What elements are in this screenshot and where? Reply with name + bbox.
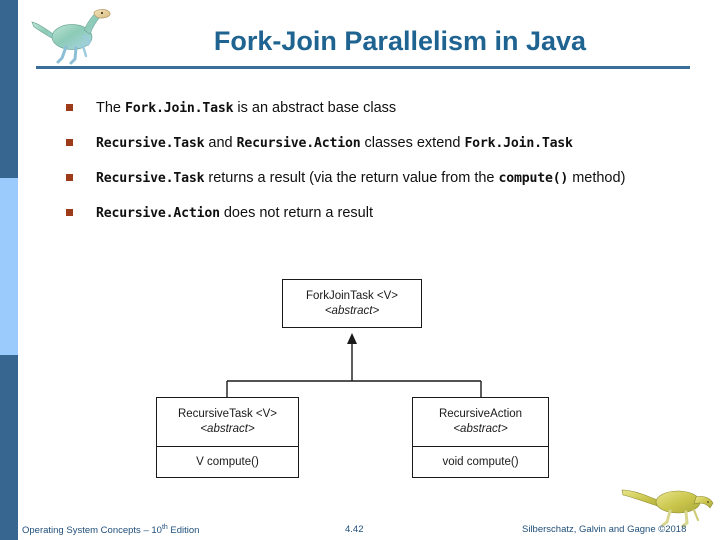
uml-class-header: RecursiveAction <abstract>: [413, 398, 548, 446]
code-token: Recursive.Action: [236, 136, 361, 151]
bullet-list: The Fork.Join.Task is an abstract base c…: [58, 98, 658, 238]
dinosaur-footer-logo: [621, 489, 714, 528]
code-token: Recursive.Task: [96, 171, 205, 186]
dinosaur-logo: [31, 9, 111, 65]
uml-class-operation: void compute(): [413, 446, 548, 478]
uml-class-forkjointask: ForkJoinTask <V> <abstract>: [282, 279, 422, 328]
uml-class-recursivetask: RecursiveTask <V> <abstract> V compute(): [156, 397, 299, 478]
footer-edition: Operating System Concepts – 10th Edition: [22, 524, 200, 537]
page-title: Fork-Join Parallelism in Java: [213, 26, 587, 56]
bullet-marker-icon: [66, 174, 73, 181]
uml-class-name: RecursiveAction: [438, 408, 523, 420]
uml-class-stereotype: <abstract>: [324, 305, 380, 317]
title-underline-rule: [36, 66, 690, 69]
bullet-text: Recursive.Task and Recursive.Action clas…: [96, 135, 573, 151]
code-token: Recursive.Task: [96, 136, 205, 151]
uml-class-stereotype: <abstract>: [453, 423, 508, 435]
list-item: Recursive.Task and Recursive.Action clas…: [58, 133, 658, 154]
bullet-text: The Fork.Join.Task is an abstract base c…: [96, 100, 397, 116]
bullet-marker-icon: [66, 104, 73, 111]
uml-class-recursiveaction: RecursiveAction <abstract> void compute(…: [412, 397, 549, 478]
bullet-marker-icon: [66, 209, 73, 216]
uml-class-header: RecursiveTask <V> <abstract>: [157, 398, 298, 446]
bullet-text: Recursive.Task returns a result (via the…: [96, 170, 626, 186]
code-token: compute(): [498, 171, 569, 186]
uml-class-header: ForkJoinTask <V> <abstract>: [283, 280, 421, 328]
list-item: Recursive.Task returns a result (via the…: [58, 168, 658, 189]
code-token: Recursive.Action: [96, 206, 220, 221]
code-token: Fork.Join.Task: [125, 101, 234, 116]
uml-class-operation: V compute(): [157, 446, 298, 478]
uml-class-stereotype: <abstract>: [200, 423, 255, 435]
code-token: Fork.Join.Task: [464, 136, 573, 151]
uml-class-name: ForkJoinTask <V>: [305, 290, 399, 302]
sidebar-rail-top: [0, 0, 18, 178]
bullet-text: Recursive.Action does not return a resul…: [96, 205, 373, 221]
bullet-marker-icon: [66, 139, 73, 146]
list-item: Recursive.Action does not return a resul…: [58, 203, 658, 224]
footer-page-number: 4.42: [345, 524, 364, 535]
uml-class-name: RecursiveTask <V>: [177, 408, 278, 420]
sidebar-rail-bottom: [0, 355, 18, 540]
footer-copyright: Silberschatz, Galvin and Gagne ©2018: [522, 524, 687, 535]
sidebar-rail-middle: [0, 178, 18, 355]
list-item: The Fork.Join.Task is an abstract base c…: [58, 98, 658, 119]
